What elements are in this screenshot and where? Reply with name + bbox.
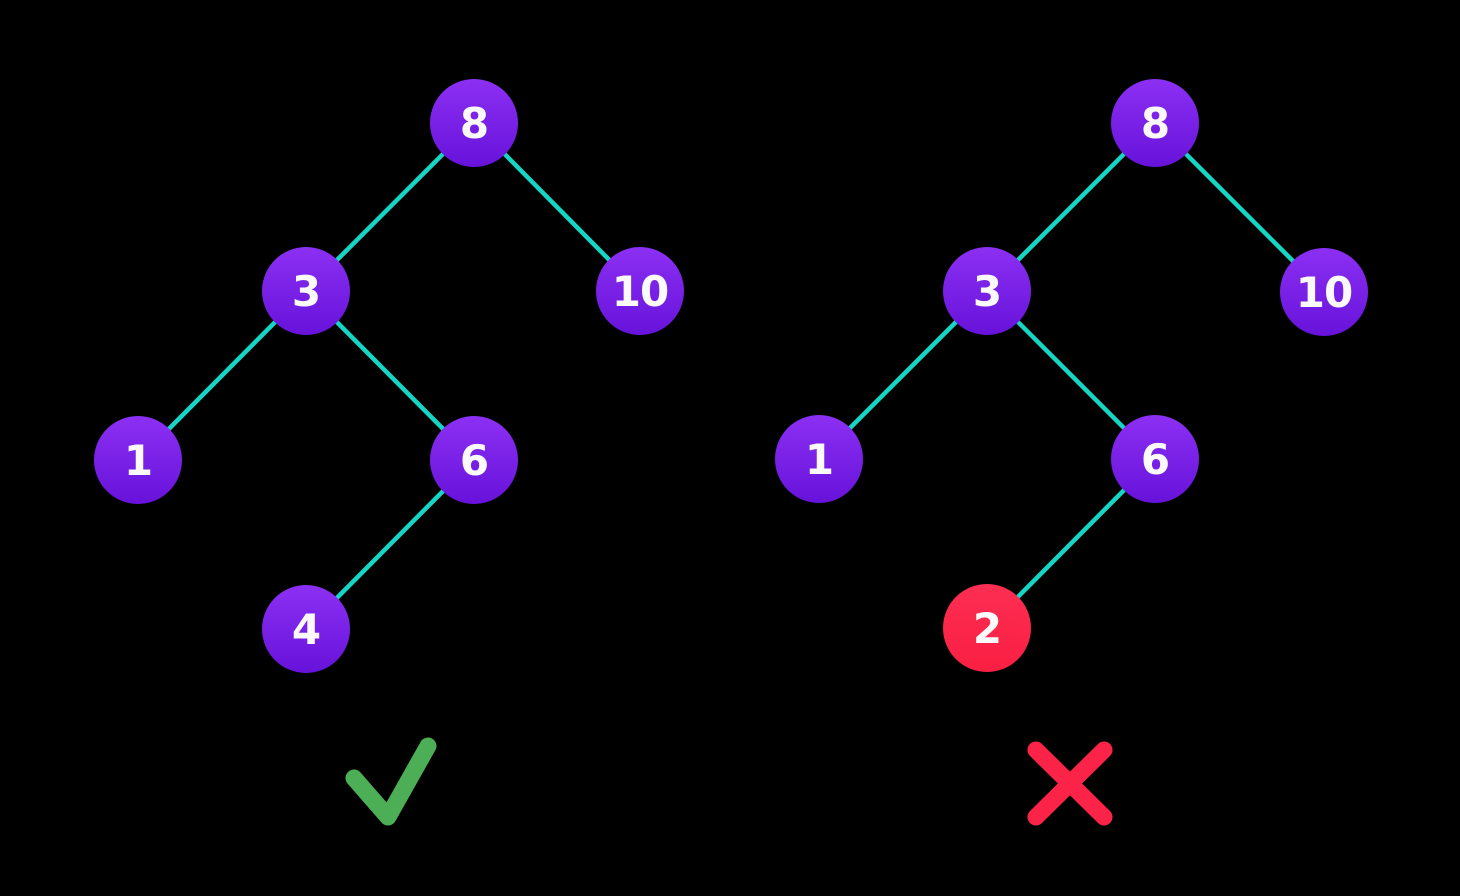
tree-node-1: 1 (775, 415, 863, 503)
tree-node-10: 10 (596, 247, 684, 335)
tree-node-1: 1 (94, 416, 182, 504)
tree-node-3: 3 (943, 247, 1031, 335)
tree-node-10: 10 (1280, 248, 1368, 336)
tree-node-4: 4 (262, 585, 350, 673)
check-icon (345, 737, 437, 826)
tree-node-6: 6 (1111, 415, 1199, 503)
tree-node-3: 3 (262, 247, 350, 335)
tree-node-6: 6 (430, 416, 518, 504)
cross-icon (1027, 741, 1113, 826)
tree-node-2-invalid: 2 (943, 584, 1031, 672)
tree-node-8: 8 (1111, 79, 1199, 167)
tree-node-8: 8 (430, 79, 518, 167)
